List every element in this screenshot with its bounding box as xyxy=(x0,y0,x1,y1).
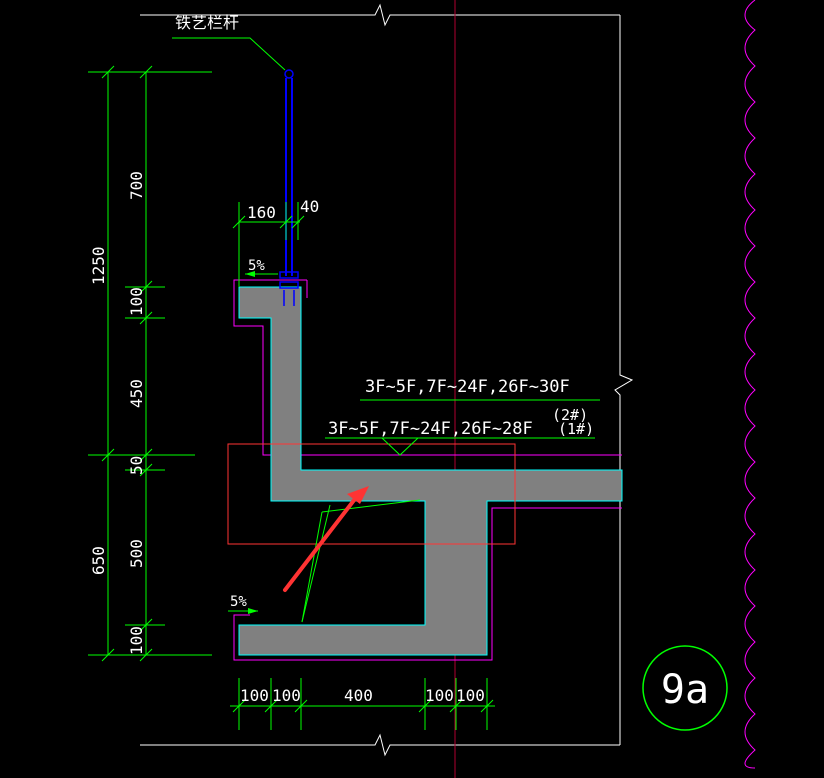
floors-line-2: 3F~5F,7F~24F,26F~30F xyxy=(365,377,570,397)
detail-mark-label: 9a xyxy=(661,667,709,713)
floor-annotation xyxy=(325,399,600,456)
railing-label: 铁艺栏杆 xyxy=(175,13,239,32)
floors-line-1: 3F~5F,7F~24F,26F~28F xyxy=(328,419,533,439)
slope-bottom: 5% xyxy=(228,594,258,614)
dim-50: 50 xyxy=(127,456,146,475)
dim-1250: 1250 xyxy=(89,246,108,285)
annotation-arrow xyxy=(283,486,369,592)
dim-450: 450 xyxy=(127,379,146,408)
dim-650: 650 xyxy=(89,546,108,575)
dim-160: 160 xyxy=(247,203,276,222)
break-lines xyxy=(140,3,634,757)
railing xyxy=(279,69,299,306)
railing-cap-icon xyxy=(284,69,294,79)
building-2-label: (2#) xyxy=(552,406,588,424)
bottom-break-line xyxy=(140,733,620,757)
dim-bottom-100-c: 100 xyxy=(425,686,454,705)
dim-bottom-100-b: 100 xyxy=(272,686,301,705)
left-dimensions xyxy=(88,65,212,662)
building-1-label: (1#) xyxy=(558,420,594,438)
finish-outline xyxy=(233,279,622,456)
bottom-dimensions xyxy=(230,678,495,730)
dim-100-lower: 100 xyxy=(127,626,146,655)
svg-text:5%: 5% xyxy=(248,258,265,274)
railing-leader xyxy=(172,37,286,71)
top-dimensions xyxy=(232,202,305,287)
selection-rectangle xyxy=(227,443,516,545)
top-break-line xyxy=(140,3,620,27)
slope-top: 5% xyxy=(245,258,278,277)
dim-bottom-400: 400 xyxy=(344,686,373,705)
finish-outline-lower xyxy=(233,507,622,661)
cavity-slope-lines xyxy=(301,499,421,623)
dim-100-upper: 100 xyxy=(127,287,146,316)
right-break-line xyxy=(614,15,634,745)
dim-40: 40 xyxy=(300,197,319,216)
dim-500: 500 xyxy=(127,539,146,568)
dim-700: 700 xyxy=(127,171,146,200)
concrete-section xyxy=(238,286,623,656)
dim-bottom-100-d: 100 xyxy=(456,686,485,705)
detail-marker: 9a xyxy=(642,645,728,731)
svg-text:5%: 5% xyxy=(230,594,247,610)
scalloped-edge xyxy=(744,0,756,769)
dim-bottom-100-a: 100 xyxy=(240,686,269,705)
